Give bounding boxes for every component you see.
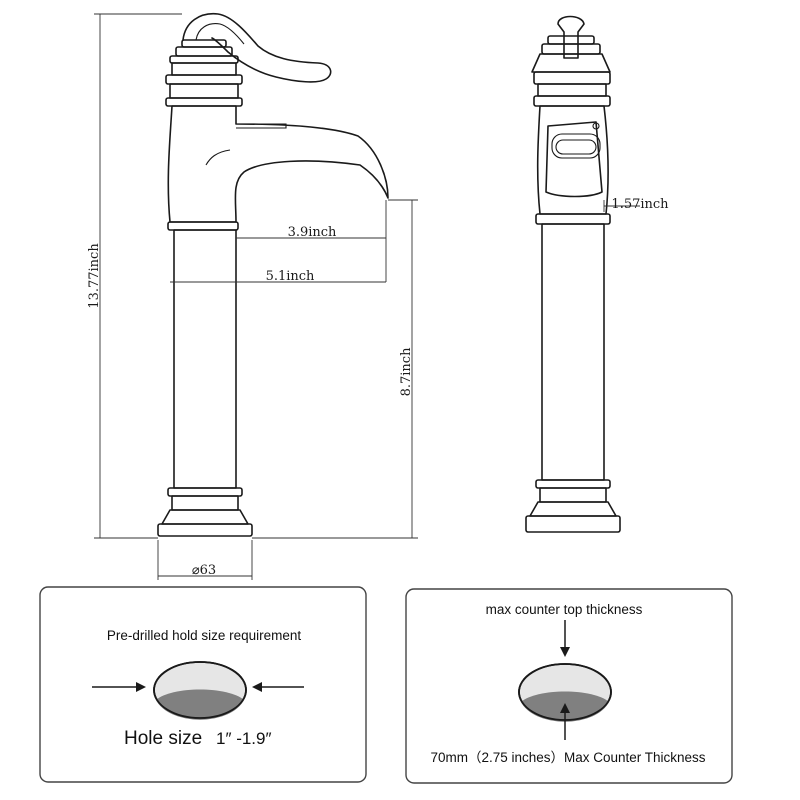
arrow-right-icon (252, 682, 304, 692)
faucet-column (173, 229, 237, 489)
faucet-handle (182, 13, 332, 83)
side-width-label: 1.57inch (611, 197, 669, 212)
drilled-hole-icon (153, 661, 247, 720)
hole-panel-title: Pre-drilled hold size requirement (107, 628, 302, 643)
spout-reach-label: 3.9inch (288, 225, 337, 240)
base-diameter-label: ⌀63 (192, 563, 216, 578)
counter-panel-caption: 70mm（2.75 inches）Max Counter Thickness (430, 750, 705, 765)
spout-edge-label: 5.1inch (266, 269, 315, 284)
counter-panel-title: max counter top thickness (486, 602, 643, 617)
dimension-lines (94, 13, 640, 580)
arrow-up-icon (560, 703, 570, 740)
counter-thickness-panel: max counter top thickness 70mm（2.75 inch… (405, 588, 733, 784)
total-height-label: 13.77inch (87, 243, 102, 309)
faucet-side-view (525, 15, 621, 533)
arrow-left-icon (92, 682, 146, 692)
arrow-down-icon (560, 620, 570, 657)
spout-height-label: 8.7inch (399, 347, 414, 396)
hole-size-value: 1″ -1.9″ (216, 729, 272, 748)
hole-size-label: Hole size (124, 728, 202, 749)
faucet-front-view (157, 13, 389, 537)
hole-size-panel: Pre-drilled hold size requirement Hole s… (39, 586, 367, 783)
faucet-spout (167, 105, 389, 223)
